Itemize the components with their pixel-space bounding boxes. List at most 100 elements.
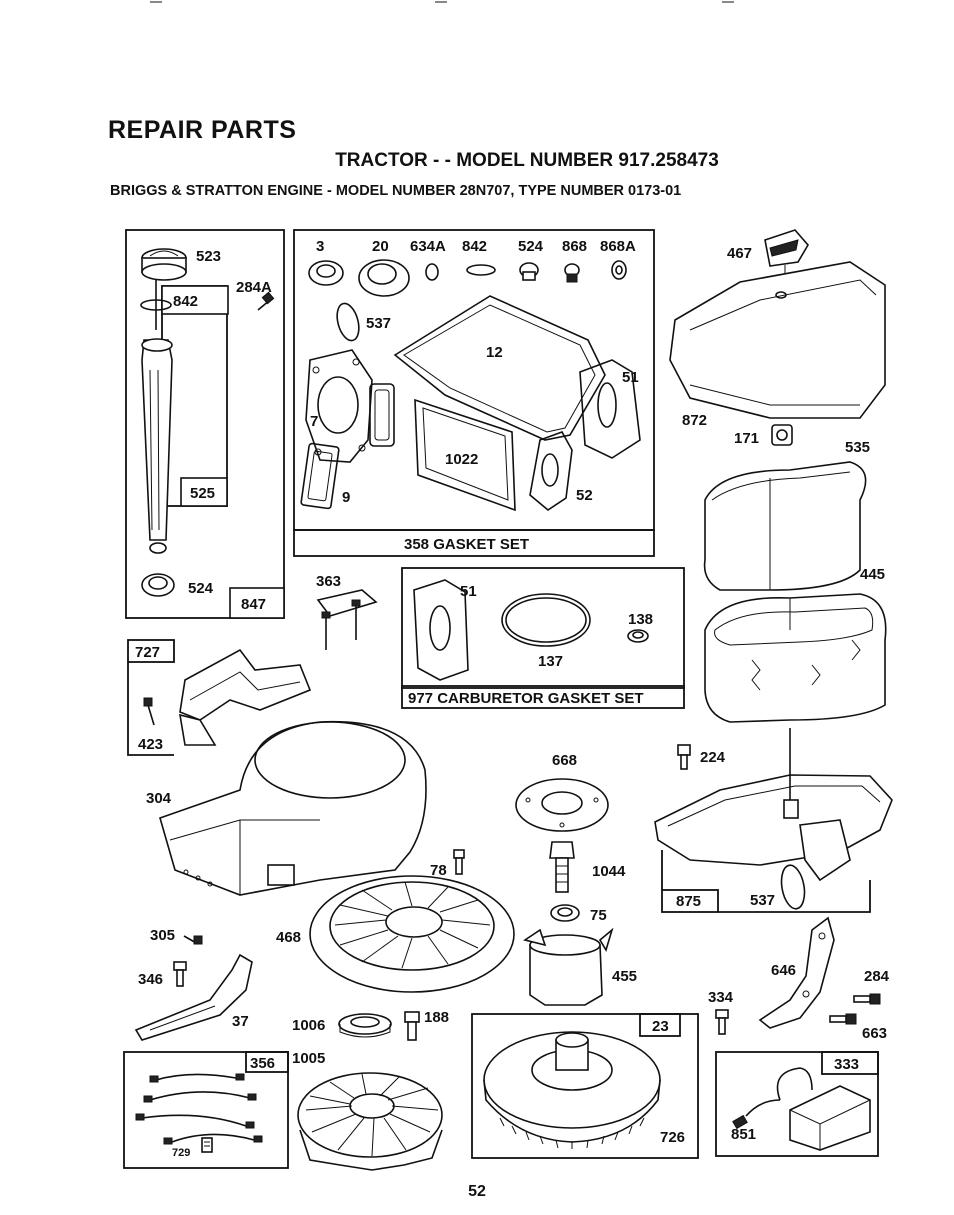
washer-75-icon xyxy=(550,904,580,922)
wire-harness-356-icon xyxy=(135,1073,263,1145)
part-445-label: 445 xyxy=(860,566,885,583)
kit-875-label-box xyxy=(661,889,719,913)
part-523-label: 523 xyxy=(196,248,221,265)
fan-468-icon xyxy=(309,875,515,993)
screw-423-icon xyxy=(143,697,155,726)
kit-333-label: 333 xyxy=(834,1056,859,1073)
part-668-label: 668 xyxy=(552,752,577,769)
screw-78-icon xyxy=(453,849,465,875)
part-304-label: 304 xyxy=(146,790,172,807)
part-188-label: 188 xyxy=(424,1009,449,1026)
o-ring-137-icon xyxy=(501,593,591,647)
part-646-label: 646 xyxy=(771,962,796,979)
part-726-label: 726 xyxy=(660,1129,685,1146)
o-ring-537b-icon xyxy=(780,864,806,910)
kit-842-box xyxy=(161,285,229,315)
part-305-label: 305 xyxy=(150,927,175,944)
part-729-label: 729 xyxy=(172,1147,190,1159)
seal-524b-icon xyxy=(519,262,539,281)
nut-171-icon xyxy=(771,424,793,446)
part-334-label: 334 xyxy=(708,989,734,1006)
gasket-12-icon xyxy=(393,295,606,441)
part-1022-label: 1022 xyxy=(445,451,478,468)
kit-356-label-box xyxy=(245,1051,289,1073)
engine-model-line: BRIGGS & STRATTON ENGINE - MODEL NUMBER … xyxy=(110,183,682,199)
kit-727-label: 727 xyxy=(135,644,160,661)
page-title: REPAIR PARTS xyxy=(108,116,297,144)
part-663-label: 663 xyxy=(862,1025,887,1042)
plate-668-icon xyxy=(515,778,609,832)
seal-20-icon xyxy=(358,259,410,297)
part-75-label: 75 xyxy=(590,907,607,924)
part-284-label: 284 xyxy=(864,968,890,985)
seal-524-icon xyxy=(141,573,175,597)
tractor-model-line: TRACTOR - - MODEL NUMBER 917.258473 xyxy=(0,150,954,172)
gasket-51-icon xyxy=(579,359,641,459)
precleaner-535-icon xyxy=(703,461,867,591)
baffle-727-icon xyxy=(179,648,312,746)
tractor-model-text: TRACTOR - - MODEL NUMBER 917.258473 xyxy=(335,150,719,171)
part-535-label: 535 xyxy=(845,439,870,456)
screw-284A-icon xyxy=(257,291,275,311)
screw-305-icon xyxy=(183,935,203,945)
part-524b-label: 524 xyxy=(518,238,544,255)
part-7-label: 7 xyxy=(310,413,318,430)
part-9-label: 9 xyxy=(342,489,350,506)
part-138-label: 138 xyxy=(628,611,653,628)
guard-37-icon xyxy=(134,953,253,1041)
kit-23-box xyxy=(471,1013,699,1159)
part-537a-label: 537 xyxy=(366,315,391,332)
kit-356-label: 356 xyxy=(250,1055,275,1072)
part-37-label: 37 xyxy=(232,1013,249,1030)
o-ring-537-icon xyxy=(336,302,360,342)
part-467-label: 467 xyxy=(727,245,752,262)
screw-346-icon xyxy=(173,961,187,987)
dipstick-cap-icon xyxy=(141,248,187,281)
kit-333-box xyxy=(715,1051,879,1157)
connector-729-icon xyxy=(201,1137,213,1153)
o-ring-842-icon xyxy=(466,264,496,276)
carb-gasket-set-label: 977 CARBURETOR GASKET SET xyxy=(408,690,644,707)
part-537b-label: 537 xyxy=(750,892,775,909)
part-284A-label: 284A xyxy=(236,279,272,296)
carb-gasket-set-box xyxy=(401,567,685,689)
part-12-label: 12 xyxy=(486,344,503,361)
kit-356-box xyxy=(123,1051,289,1169)
kit-525-label-box xyxy=(180,477,228,507)
part-455-label: 455 xyxy=(612,968,637,985)
dipstick-tube-icon xyxy=(140,280,173,554)
part-52-label: 52 xyxy=(576,487,593,504)
head-gasket-7-icon xyxy=(305,349,373,463)
part-137-label: 137 xyxy=(538,653,563,670)
gasket-9-icon xyxy=(300,442,340,510)
screw-284-icon xyxy=(853,993,881,1005)
part-1005-label: 1005 xyxy=(292,1050,325,1067)
blower-housing-304-icon xyxy=(159,720,427,896)
page-number: 52 xyxy=(468,1183,486,1200)
screw-188-icon xyxy=(404,1011,420,1041)
ring-634A-icon xyxy=(425,263,439,281)
gasket-52-icon xyxy=(529,431,573,511)
part-78-label: 78 xyxy=(430,862,447,879)
part-468-label: 468 xyxy=(276,929,301,946)
kit-842-label: 842 xyxy=(173,293,198,310)
part-171-label: 171 xyxy=(734,430,759,447)
flywheel-726-icon xyxy=(483,1031,661,1149)
kit-875-bracket xyxy=(661,850,871,913)
part-224-label: 224 xyxy=(700,749,726,766)
air-cleaner-base-icon xyxy=(654,728,893,882)
washer-868A-icon xyxy=(611,260,627,280)
kit-23-label: 23 xyxy=(652,1018,669,1035)
kit-23-label-box xyxy=(639,1013,681,1037)
part-363-label: 363 xyxy=(316,573,341,590)
kit-727-label-box xyxy=(127,639,175,663)
air-cleaner-cover-icon xyxy=(669,261,886,419)
gasket-51b-icon xyxy=(413,579,469,681)
gasket-cover-icon xyxy=(369,383,395,447)
washer-138-icon xyxy=(627,629,649,643)
part-842-label: 842 xyxy=(462,238,487,255)
screw-663-icon xyxy=(829,1013,857,1025)
gasket-set-label-box xyxy=(293,529,655,557)
part-634A-label: 634A xyxy=(410,238,446,255)
